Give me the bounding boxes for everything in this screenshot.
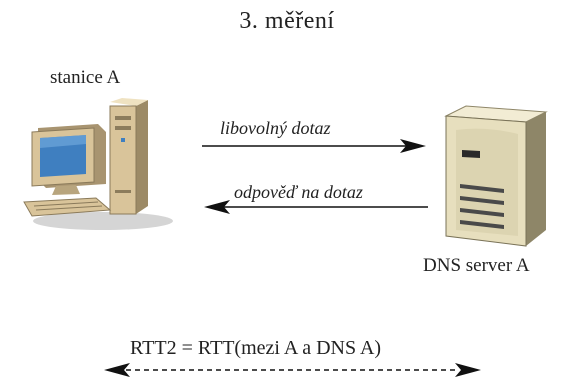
request-label: libovolný dotaz xyxy=(220,118,331,138)
response-label: odpověď na dotaz xyxy=(234,182,363,202)
station-label: stanice A xyxy=(50,67,121,88)
server-label: DNS server A xyxy=(423,255,530,276)
response-arrow xyxy=(204,200,428,214)
desktop-computer-icon xyxy=(23,98,173,230)
rtt-label: RTT2 = RTT(mezi A a DNS A) xyxy=(130,337,382,359)
request-arrow xyxy=(202,139,426,153)
rtt-double-arrow xyxy=(104,363,481,377)
server-tower-icon xyxy=(444,105,548,247)
diagram-title: 3. měření xyxy=(239,8,335,34)
